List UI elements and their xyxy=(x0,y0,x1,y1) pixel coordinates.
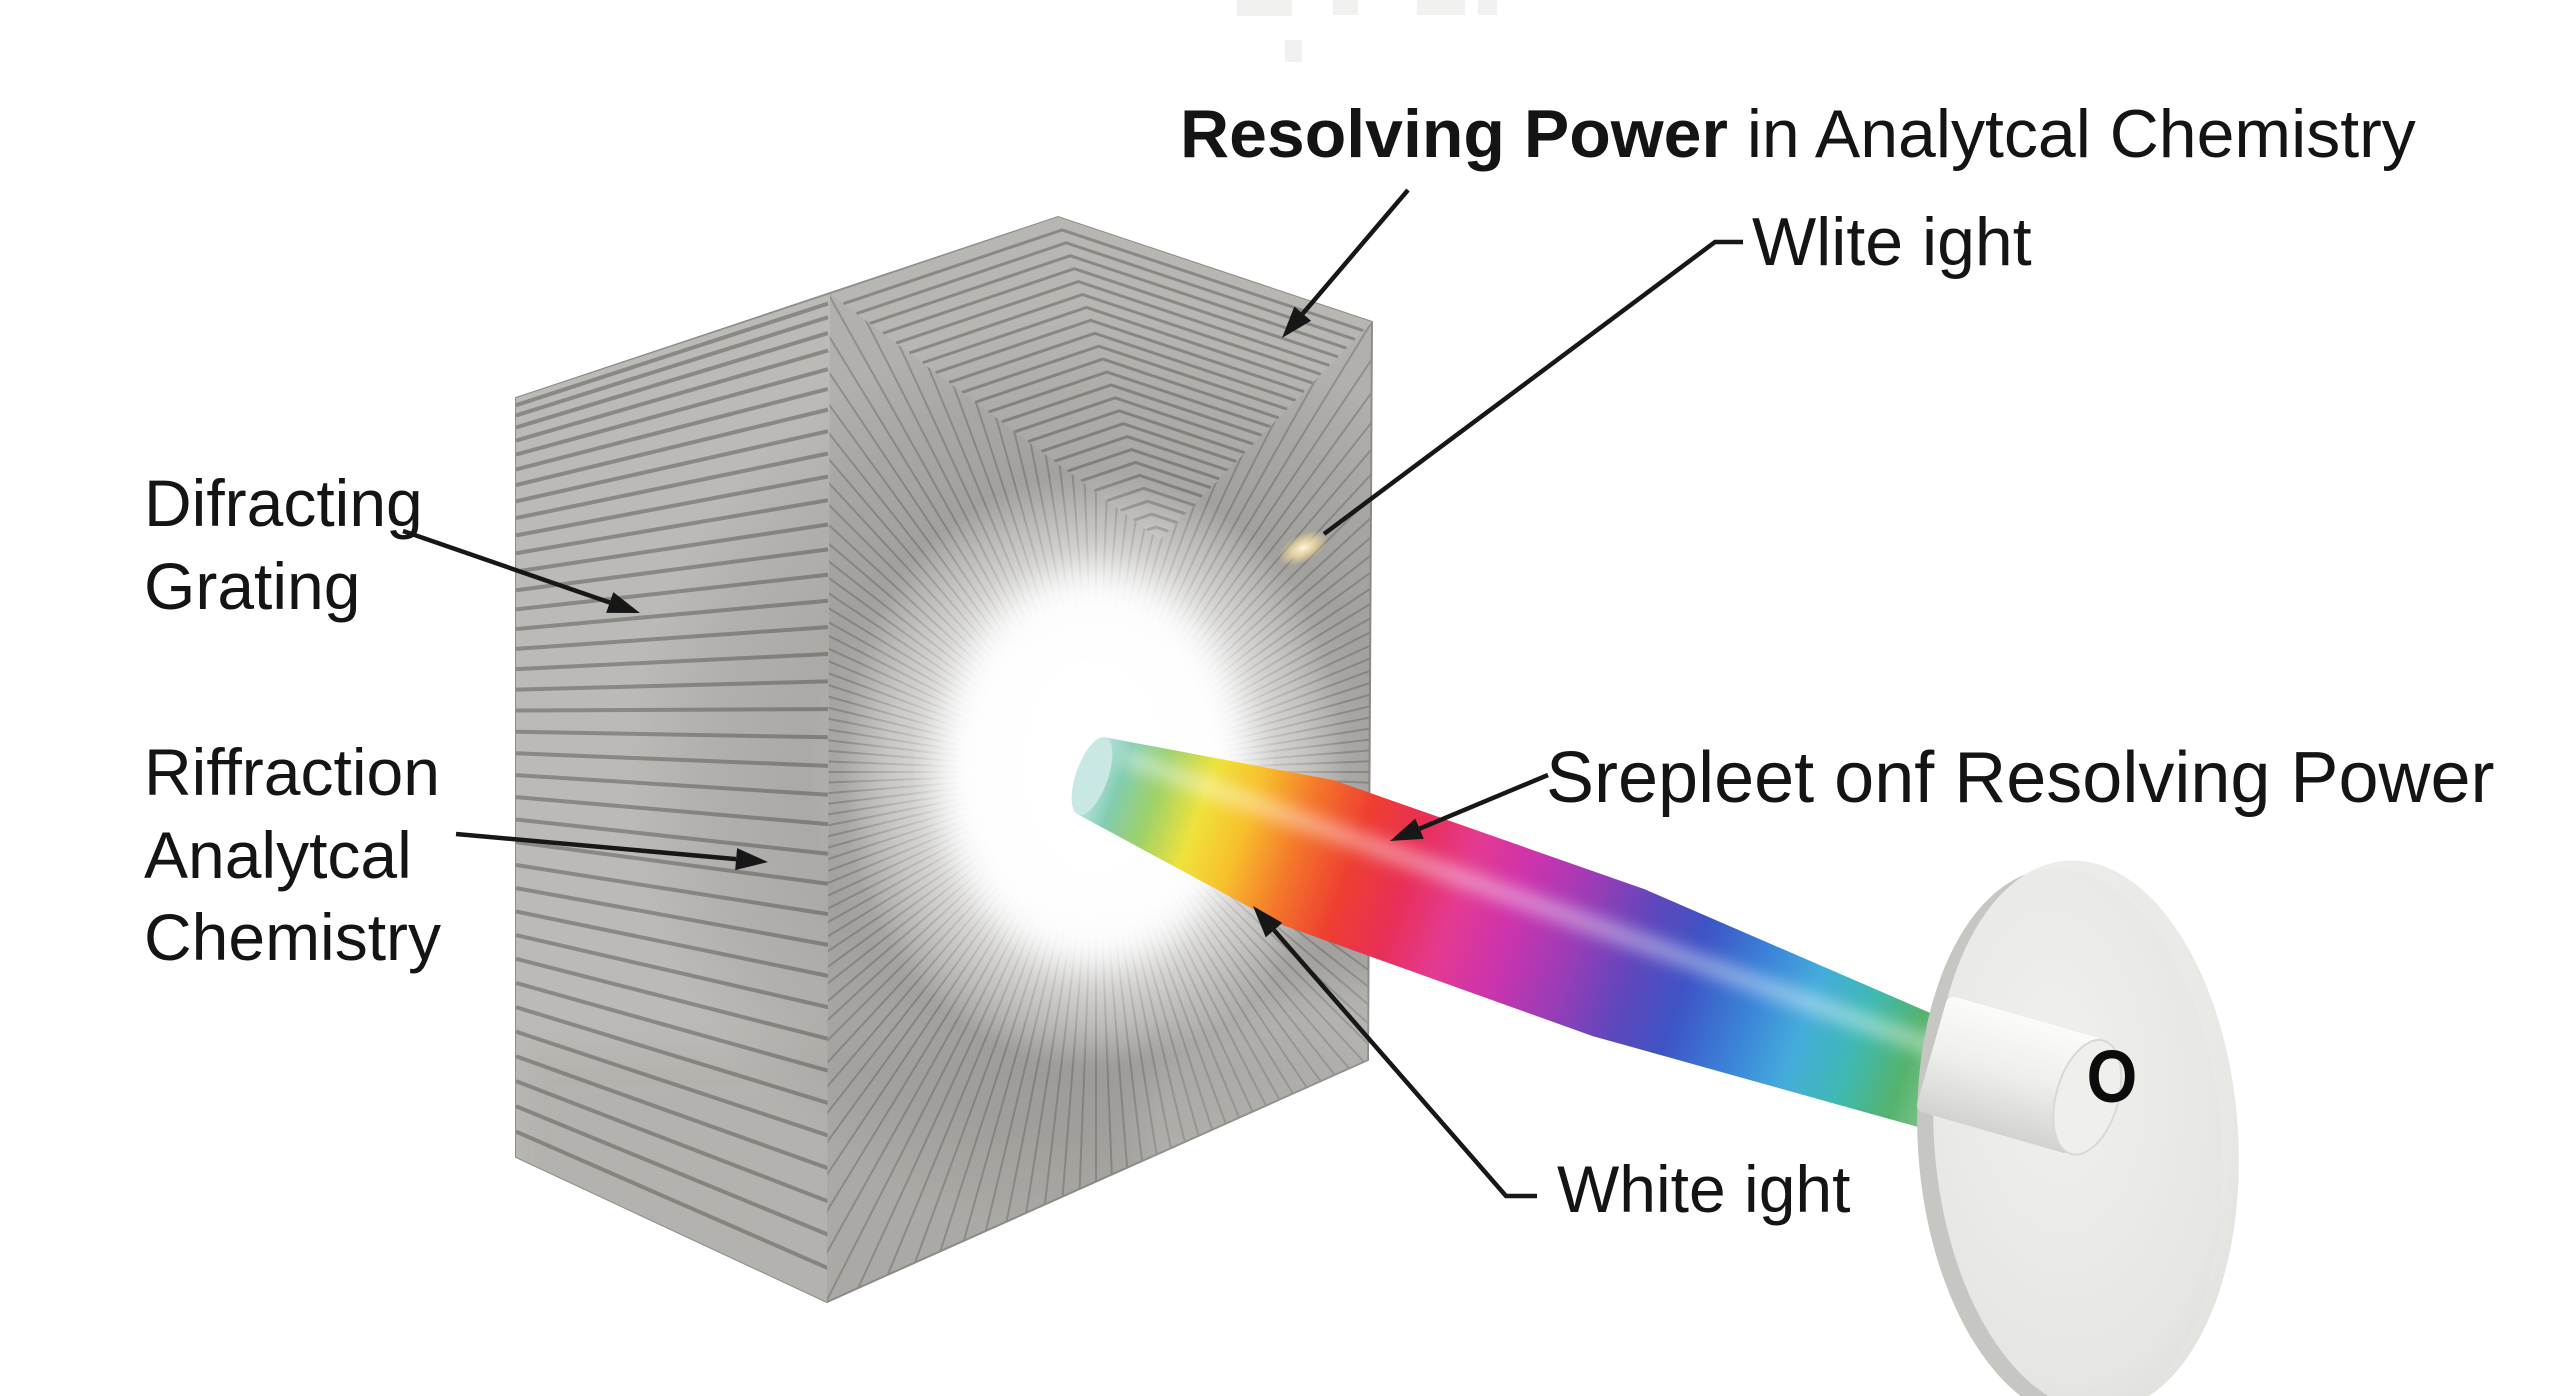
label-white-light-top: Wlite ight xyxy=(1752,204,2032,280)
disk-o-label: O xyxy=(2087,1035,2138,1118)
arrow-riffraction xyxy=(455,831,768,871)
leader-white-light-bottom xyxy=(1253,906,1537,1199)
title-regular-part: in Analytcal Chemistry xyxy=(1727,96,2416,172)
light-glint xyxy=(1278,530,1328,566)
title-bold-part: Resolving Power xyxy=(1180,96,1728,172)
label-line: Riffraction xyxy=(144,735,440,809)
cutoff-text-artifact xyxy=(1237,0,1497,62)
spectrum-beam xyxy=(1071,736,1999,1139)
label-line: Analytcal xyxy=(144,817,412,892)
label-spectrum-callout: Srepleet onf Resolving Power xyxy=(1546,738,2495,818)
label-line: Difracting xyxy=(144,466,423,540)
label-line: Chemistry xyxy=(144,900,442,974)
arrow-diffracting-grating xyxy=(402,528,640,613)
beam-specular-highlight xyxy=(1121,751,1999,1075)
arrow-title-to-block xyxy=(1282,188,1410,338)
beam-body xyxy=(1078,737,1996,1139)
beam-start-cap xyxy=(1071,736,1113,816)
label-line: Grating xyxy=(144,548,361,623)
label-riffraction-analytcal-chemistry: Riffraction Analytcal Chemistry xyxy=(144,731,441,979)
page-title: Resolving Power in Analytcal Chemistry xyxy=(1180,100,2416,168)
label-white-light-bottom: White ight xyxy=(1557,1152,1851,1226)
leader-arrows xyxy=(402,188,1743,1199)
beam-exit-stub xyxy=(1916,996,2123,1156)
leader-white-light-top xyxy=(1322,239,1743,536)
arrow-spectrum-callout xyxy=(1390,772,1549,841)
detector-disk: O xyxy=(1916,860,2239,1396)
label-diffracting-grating: Difracting Grating xyxy=(144,462,423,627)
